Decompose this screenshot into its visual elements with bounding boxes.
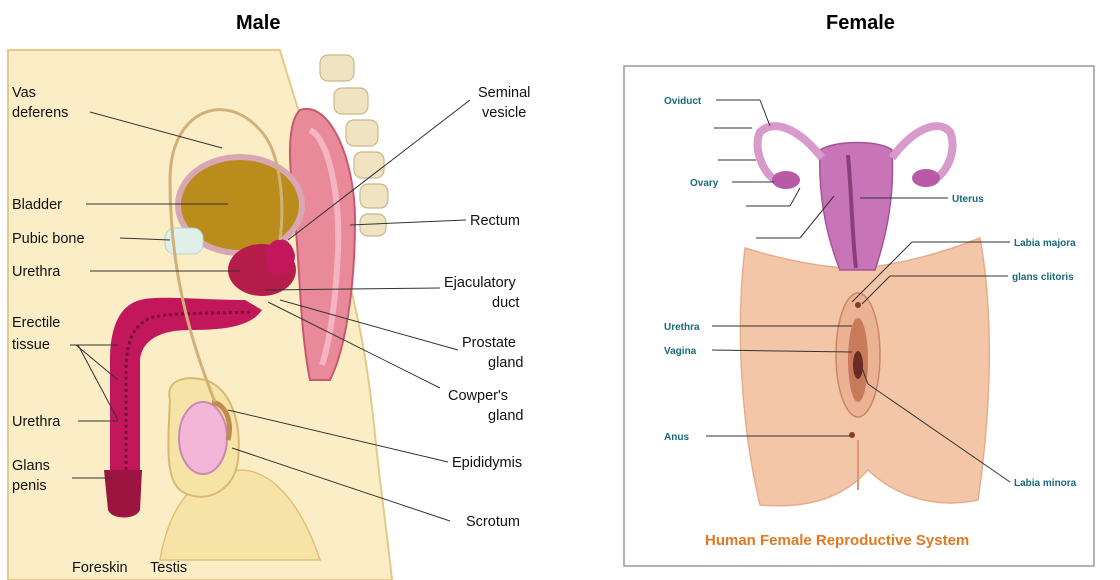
- label-bladder: Bladder: [12, 197, 62, 213]
- label-rectum: Rectum: [470, 213, 520, 229]
- label-uterus: Uterus: [952, 194, 984, 205]
- label-cowpers-gland-line1: Cowper's: [448, 388, 508, 404]
- label-glans-penis-line1: Glans: [12, 458, 50, 474]
- label-erectile-tissue-line1: Erectile: [12, 315, 60, 331]
- label-urethra-upper: Urethra: [12, 264, 61, 280]
- male-diagram: Vas deferens Seminal vesicle Bladder Rec…: [8, 50, 530, 580]
- label-glans-penis-line2: penis: [12, 478, 47, 494]
- label-ovary: Ovary: [690, 178, 719, 189]
- vaginal-opening: [853, 351, 863, 379]
- anus: [849, 432, 855, 438]
- label-seminal-vesicle-line2: vesicle: [482, 105, 526, 121]
- label-cowpers-gland-line2: gland: [488, 408, 523, 424]
- label-vagina: Vagina: [664, 346, 697, 357]
- label-ejaculatory-duct-line1: Ejaculatory: [444, 275, 516, 291]
- label-foreskin: Foreskin: [72, 560, 128, 576]
- label-testis: Testis: [150, 560, 187, 576]
- label-ejaculatory-duct-line2: duct: [492, 295, 519, 311]
- label-prostate-gland-line1: Prostate: [462, 335, 516, 351]
- left-ovary: [772, 171, 800, 189]
- label-vas-deferens-line2: deferens: [12, 105, 68, 121]
- label-scrotum: Scrotum: [466, 514, 520, 530]
- female-diagram: Oviduct Ovary Uterus Labia majora glans …: [624, 66, 1094, 566]
- label-urethra: Urethra: [664, 322, 700, 333]
- label-anus: Anus: [664, 432, 689, 443]
- label-urethra-lower: Urethra: [12, 414, 61, 430]
- label-glans-clitoris: glans clitoris: [1012, 272, 1074, 283]
- label-epididymis: Epididymis: [452, 455, 522, 471]
- label-labia-majora: Labia majora: [1014, 238, 1076, 249]
- testis: [179, 402, 227, 474]
- label-labia-minora: Labia minora: [1014, 478, 1077, 489]
- label-pubic-bone: Pubic bone: [12, 231, 85, 247]
- right-ovary: [912, 169, 940, 187]
- female-caption: Human Female Reproductive System: [705, 532, 969, 549]
- clitoris: [855, 302, 861, 308]
- glans: [104, 470, 142, 518]
- label-oviduct: Oviduct: [664, 96, 702, 107]
- label-erectile-tissue-line2: tissue: [12, 337, 50, 353]
- label-seminal-vesicle-line1: Seminal: [478, 85, 530, 101]
- label-prostate-gland-line2: gland: [488, 355, 523, 371]
- label-vas-deferens-line1: Vas: [12, 85, 36, 101]
- pubic-bone: [165, 228, 203, 254]
